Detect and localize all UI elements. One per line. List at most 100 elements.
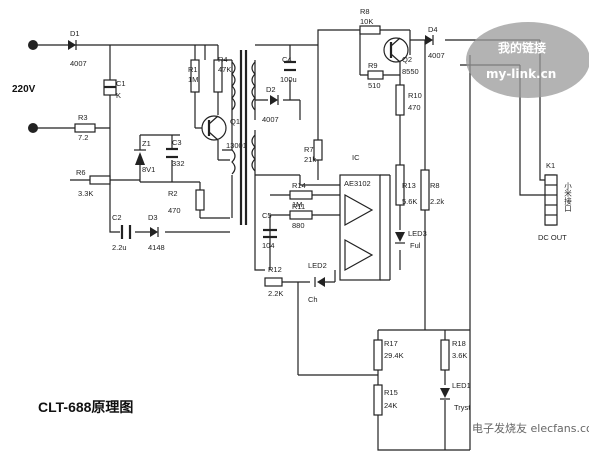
- label-c2-val: 2.2u: [112, 243, 127, 252]
- resistor-r4: [213, 59, 223, 93]
- label-r6-ref: R6: [76, 168, 86, 177]
- label-r3-val: 7.2: [78, 133, 88, 142]
- resistor-r8-10k: [359, 25, 381, 35]
- label-r11-val: 880: [292, 221, 305, 230]
- label-r15-val: 24K: [384, 401, 397, 410]
- label-r9-val: 510: [368, 81, 381, 90]
- resistor-r18: [440, 339, 450, 371]
- label-d2-val: 4007: [262, 115, 279, 124]
- label-r2-val: 470: [168, 206, 181, 215]
- label-led1-val: Tryst: [454, 403, 471, 412]
- diode-d2: [270, 95, 279, 105]
- label-r18-ref: R18: [452, 339, 466, 348]
- ic-part-label: AE3102: [344, 179, 371, 188]
- label-d4-val: 4007: [428, 51, 445, 60]
- resistor-r8-2k2: [420, 169, 430, 211]
- label-r8a-val: 10K: [360, 17, 373, 26]
- resistor-r3: [74, 123, 96, 133]
- label-r8a-ref: R8: [360, 7, 370, 16]
- diagram-title: CLT-688原理图: [38, 399, 133, 415]
- resistor-r17: [373, 339, 383, 371]
- zener-z1: [134, 149, 146, 165]
- label-led1-ref: LED1: [452, 381, 471, 390]
- label-d4-ref: D4: [428, 25, 438, 34]
- ic-label: IC: [352, 153, 360, 162]
- connector-label: K1: [546, 161, 555, 170]
- label-d3-ref: D3: [148, 213, 158, 222]
- diode-d3: [150, 227, 159, 237]
- label-c4-ref: C4: [282, 55, 292, 64]
- diode-d1: [68, 40, 77, 50]
- label-d3-val: 4148: [148, 243, 165, 252]
- label-r8b-val: 2.2k: [430, 197, 444, 206]
- label-led3-val: Ful: [410, 241, 421, 250]
- ic-ae3102: [339, 174, 381, 281]
- label-r4-val: 47K: [218, 65, 231, 74]
- label-c2-ref: C2: [112, 213, 122, 222]
- label-r7-val: 21k: [304, 155, 316, 164]
- label-r14-ref: R14: [292, 181, 306, 190]
- label-r18-val: 3.6K: [452, 351, 467, 360]
- label-z1-val: 8V1: [142, 165, 155, 174]
- label-r3-ref: R3: [78, 113, 88, 122]
- resistor-r13: [395, 164, 405, 206]
- output-connector-k1: [544, 174, 558, 226]
- label-c1-val: K: [116, 91, 121, 100]
- label-q2-val: 8550: [402, 67, 419, 76]
- capacitor-c4: [284, 60, 296, 72]
- label-d2-ref: D2: [266, 85, 276, 94]
- label-r7-ref: R7: [304, 145, 314, 154]
- resistor-r12: [264, 277, 283, 287]
- transistor-q1: [201, 115, 227, 141]
- label-r14-val: 1M: [292, 200, 302, 209]
- watermark-top-line2: my-link.cn: [486, 67, 556, 81]
- input-voltage-label: 220V: [12, 84, 36, 95]
- input-terminal-bottom: [28, 123, 38, 133]
- label-led3-ref: LED3: [408, 229, 427, 238]
- label-r11-ref: R11: [292, 202, 305, 211]
- label-r10-val: 470: [408, 103, 421, 112]
- capacitor-c3: [166, 147, 178, 159]
- label-c1-ref: C1: [116, 79, 126, 88]
- label-r2-ref: R2: [168, 189, 178, 198]
- watermark-top-line1: 我的链接: [498, 40, 546, 55]
- label-r12-val: 2.2K: [268, 289, 283, 298]
- label-led2-ref: LED2: [308, 261, 327, 270]
- watermark-top: 我的链接 my-link.cn: [466, 22, 589, 98]
- connector-side-text: 小米接口: [563, 182, 572, 213]
- led-led3: [395, 232, 405, 244]
- label-c4-val: 100u: [280, 75, 297, 84]
- resistor-r7: [313, 139, 323, 161]
- label-r13-ref: R13: [402, 181, 416, 190]
- resistor-r11: [289, 210, 313, 220]
- label-r17-ref: R17: [384, 339, 398, 348]
- label-r13-val: 5.6K: [402, 197, 417, 206]
- capacitor-c2: [120, 225, 132, 239]
- led-led1: [440, 388, 450, 400]
- label-r8b-ref: R8: [430, 181, 440, 190]
- label-r1-ref: R1: [188, 65, 198, 74]
- resistor-r6: [89, 175, 111, 185]
- dc-out-label: DC OUT: [538, 233, 567, 242]
- label-r4-ref: R4: [218, 55, 228, 64]
- resistor-r10: [395, 84, 405, 116]
- watermark-bottom-text: 电子发烧友 elecfans.com: [472, 421, 589, 435]
- label-r9-ref: R9: [368, 61, 378, 70]
- label-q1-val: 13001: [226, 141, 247, 150]
- resistor-r9: [367, 70, 384, 80]
- led-led2: [314, 277, 325, 287]
- capacitor-c5: [263, 228, 277, 239]
- capacitor-c1: [103, 79, 117, 96]
- label-c3-ref: C3: [172, 138, 182, 147]
- label-d1-val: 4007: [70, 59, 87, 68]
- label-r1-val: 1M: [188, 75, 198, 84]
- label-q1-ref: Q1: [230, 117, 240, 126]
- label-r17-val: 29.4K: [384, 351, 404, 360]
- label-led2-val: Ch: [308, 295, 318, 304]
- transistor-q2: [383, 37, 409, 63]
- resistor-r1: [190, 59, 200, 93]
- diode-d4: [425, 35, 434, 45]
- label-r6-val: 3.3K: [78, 189, 93, 198]
- resistor-r14: [289, 190, 313, 200]
